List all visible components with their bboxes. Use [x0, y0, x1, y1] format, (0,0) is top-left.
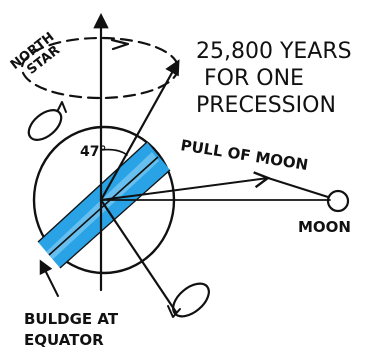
pull-of-moon-label: PULL OF MOON — [179, 136, 309, 174]
moon-label: MOON — [298, 218, 351, 236]
moon-circle — [328, 191, 348, 211]
bulge-label: BULDGE AT EQUATOR — [24, 310, 119, 349]
precession-line-3: PRECESSION — [196, 93, 336, 118]
precession-line-1: 25,800 YEARS — [196, 39, 352, 64]
precession-line-2: FOR ONE — [204, 66, 304, 91]
moon-pull-arrow-tail — [268, 178, 328, 197]
bulge-pointer-arrow — [41, 262, 58, 296]
north-star-label: NORTH STAR — [8, 30, 66, 84]
precession-label: 25,800 YEARS FOR ONE PRECESSION — [196, 39, 352, 118]
bulge-line-1: BULDGE AT — [24, 310, 119, 328]
bulge-line-2: EQUATOR — [24, 331, 104, 349]
tilt-angle-label: 47° — [80, 144, 106, 160]
precession-direction-arrow — [112, 40, 128, 49]
rotation-axis — [101, 200, 176, 312]
south-rotation-loop — [167, 277, 215, 322]
north-rotation-loop — [23, 102, 66, 146]
